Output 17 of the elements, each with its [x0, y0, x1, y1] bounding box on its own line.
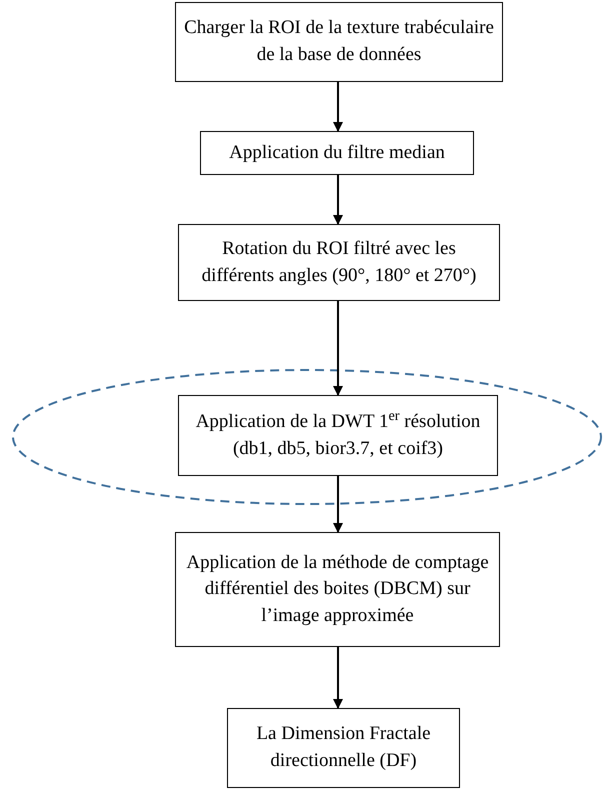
process-box — [175, 2, 503, 82]
process-box — [227, 708, 460, 788]
step-text: Charger la ROI de la texture trabéculaire de la base de données — [184, 16, 494, 67]
process-box — [178, 224, 500, 301]
process-box — [178, 395, 498, 476]
step-text: La Dimension Fractale directionnelle (DF) — [255, 722, 432, 773]
step-text: Rotation du ROI filtré avec les différents angles (90°, 180° et 270°) — [200, 236, 478, 288]
step-text: Application du filtre median — [229, 140, 445, 165]
arrow — [333, 647, 343, 709]
step-text: Application de la méthode de comptage différentiel des boites (DBCM) sur l’image approximée — [185, 550, 490, 628]
arrow — [333, 476, 343, 533]
arrow — [333, 301, 343, 396]
process-box — [200, 131, 474, 175]
arrow — [333, 82, 343, 132]
step-text: Application de la DWT 1$^{er}$ résolution (db1, db5, bior3.7, et coif3) — [194, 408, 482, 460]
process-box — [175, 532, 500, 647]
arrow — [333, 175, 343, 225]
